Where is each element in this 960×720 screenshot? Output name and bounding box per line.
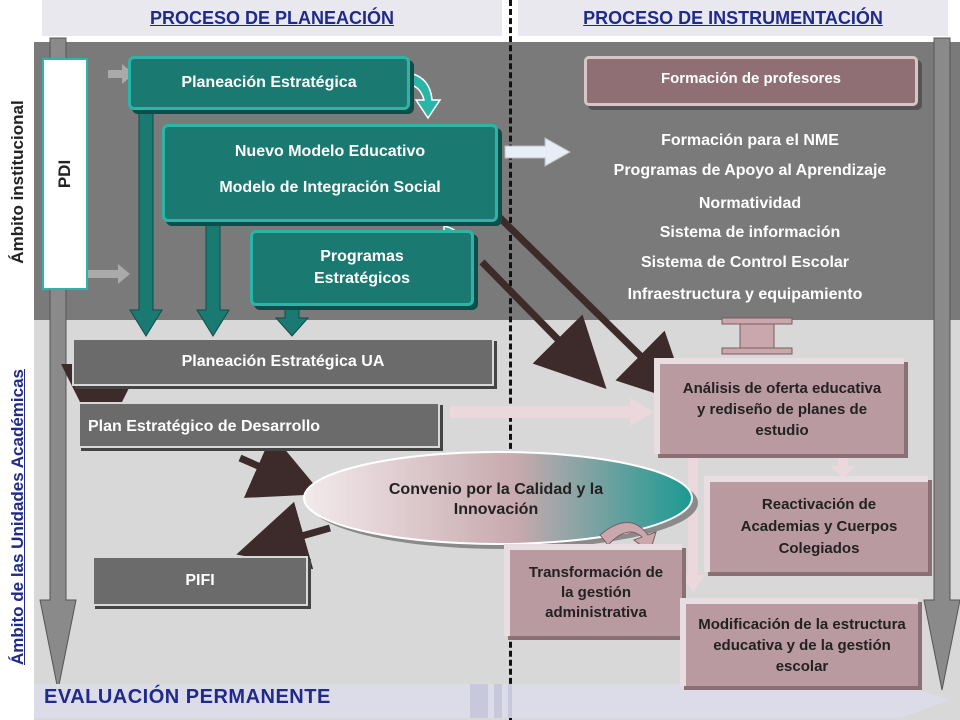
- teal-arrow-2: [196, 223, 230, 337]
- box-nuevo-modelo: Nuevo Modelo Educativo Modelo de Integra…: [162, 124, 498, 222]
- planeacion-estrategica-label: Planeación Estratégica: [181, 74, 357, 91]
- pifi-label: PIFI: [185, 572, 215, 589]
- modificacion-label: Modificación de la estructura educativa …: [698, 615, 906, 675]
- side-label-bottom-bg: [0, 320, 34, 720]
- curve-arrow-1: [403, 71, 442, 120]
- dark-arrow-modelo: [489, 207, 690, 405]
- pdi-label: PDI: [55, 159, 74, 189]
- teal-arrow-1: [129, 109, 163, 337]
- connector-analisis-transformacion: [681, 450, 705, 592]
- box-plan-desarrollo: Plan Estratégico de Desarrollo: [78, 402, 440, 448]
- nuevo-modelo-label: Nuevo Modelo Educativo: [234, 143, 426, 160]
- pdi-arrow: [86, 264, 130, 284]
- instrument-item-3: Normatividad: [698, 195, 802, 212]
- box-analisis-oferta: Análisis de oferta educativa y rediseño …: [654, 358, 904, 454]
- pdi-arrow-top: [108, 64, 134, 84]
- plan-desarrollo-label: Plan Estratégico de Desarrollo: [88, 418, 321, 435]
- instrument-item-6: Infraestructura y equipamiento: [627, 286, 863, 303]
- instrument-item-5: Sistema de Control Escolar: [640, 254, 850, 271]
- box-formacion-profesores: Formación de profesores: [584, 56, 918, 106]
- instrument-item-4: Sistema de información: [659, 224, 841, 241]
- formacion-profesores-label: Formación de profesores: [660, 70, 842, 87]
- box-pifi: PIFI: [92, 556, 308, 606]
- box-modificacion: Modificación de la estructura educativa …: [680, 598, 918, 686]
- dark-arrow-programas: [479, 259, 607, 389]
- box-programas-estrategicos: Programas Estratégicos: [250, 230, 474, 306]
- programas-estrategicos-label: Programas Estratégicos: [313, 248, 411, 287]
- pdi-box: PDI: [42, 58, 88, 290]
- convenio-label: Convenio por la Calidad y la Innovación: [388, 481, 604, 518]
- box-transformacion: Transformación de la gestión administrat…: [504, 544, 682, 636]
- header-planeacion: PROCESO DE PLANEACIÓN: [42, 0, 502, 36]
- teal-arrow-3: [274, 305, 310, 337]
- transformacion-label: Transformación de la gestión administrat…: [528, 564, 664, 621]
- footer-bar: [34, 684, 950, 718]
- box-planeacion-estrategica: Planeación Estratégica: [128, 56, 410, 110]
- faint-horizontal-arrow: [450, 398, 654, 426]
- box-planeacion-ua: Planeación Estratégica UA: [72, 338, 494, 386]
- side-label-top-bg: [0, 42, 34, 320]
- instrument-item-1: Formación para el NME: [661, 132, 839, 149]
- reactivacion-label: Reactivación de Academias y Cuerpos Cole…: [740, 496, 898, 557]
- dark-arrow-plan: [238, 433, 323, 498]
- modelo-integracion-label: Modelo de Integración Social: [219, 179, 441, 196]
- analisis-oferta-label: Análisis de oferta educativa y rediseño …: [682, 379, 882, 439]
- dark-arrow-pifi: [236, 501, 331, 570]
- convenio-ellipse: [303, 451, 693, 545]
- arrow-to-list: [504, 137, 572, 167]
- process-divider: [509, 0, 512, 720]
- header-instrumentacion: PROCESO DE INSTRUMENTACIÓN: [518, 0, 948, 36]
- footer-evaluacion: EVALUACIÓN PERMANENTE: [44, 686, 331, 708]
- planeacion-ua-label: Planeación Estratégica UA: [181, 353, 385, 370]
- box-reactivacion: Reactivación de Academias y Cuerpos Cole…: [704, 476, 928, 572]
- instrument-item-2: Programas de Apoyo al Aprendizaje: [613, 162, 887, 179]
- right-vertical-arrow: [923, 37, 960, 691]
- connector-analisis-reactivacion: [830, 450, 856, 478]
